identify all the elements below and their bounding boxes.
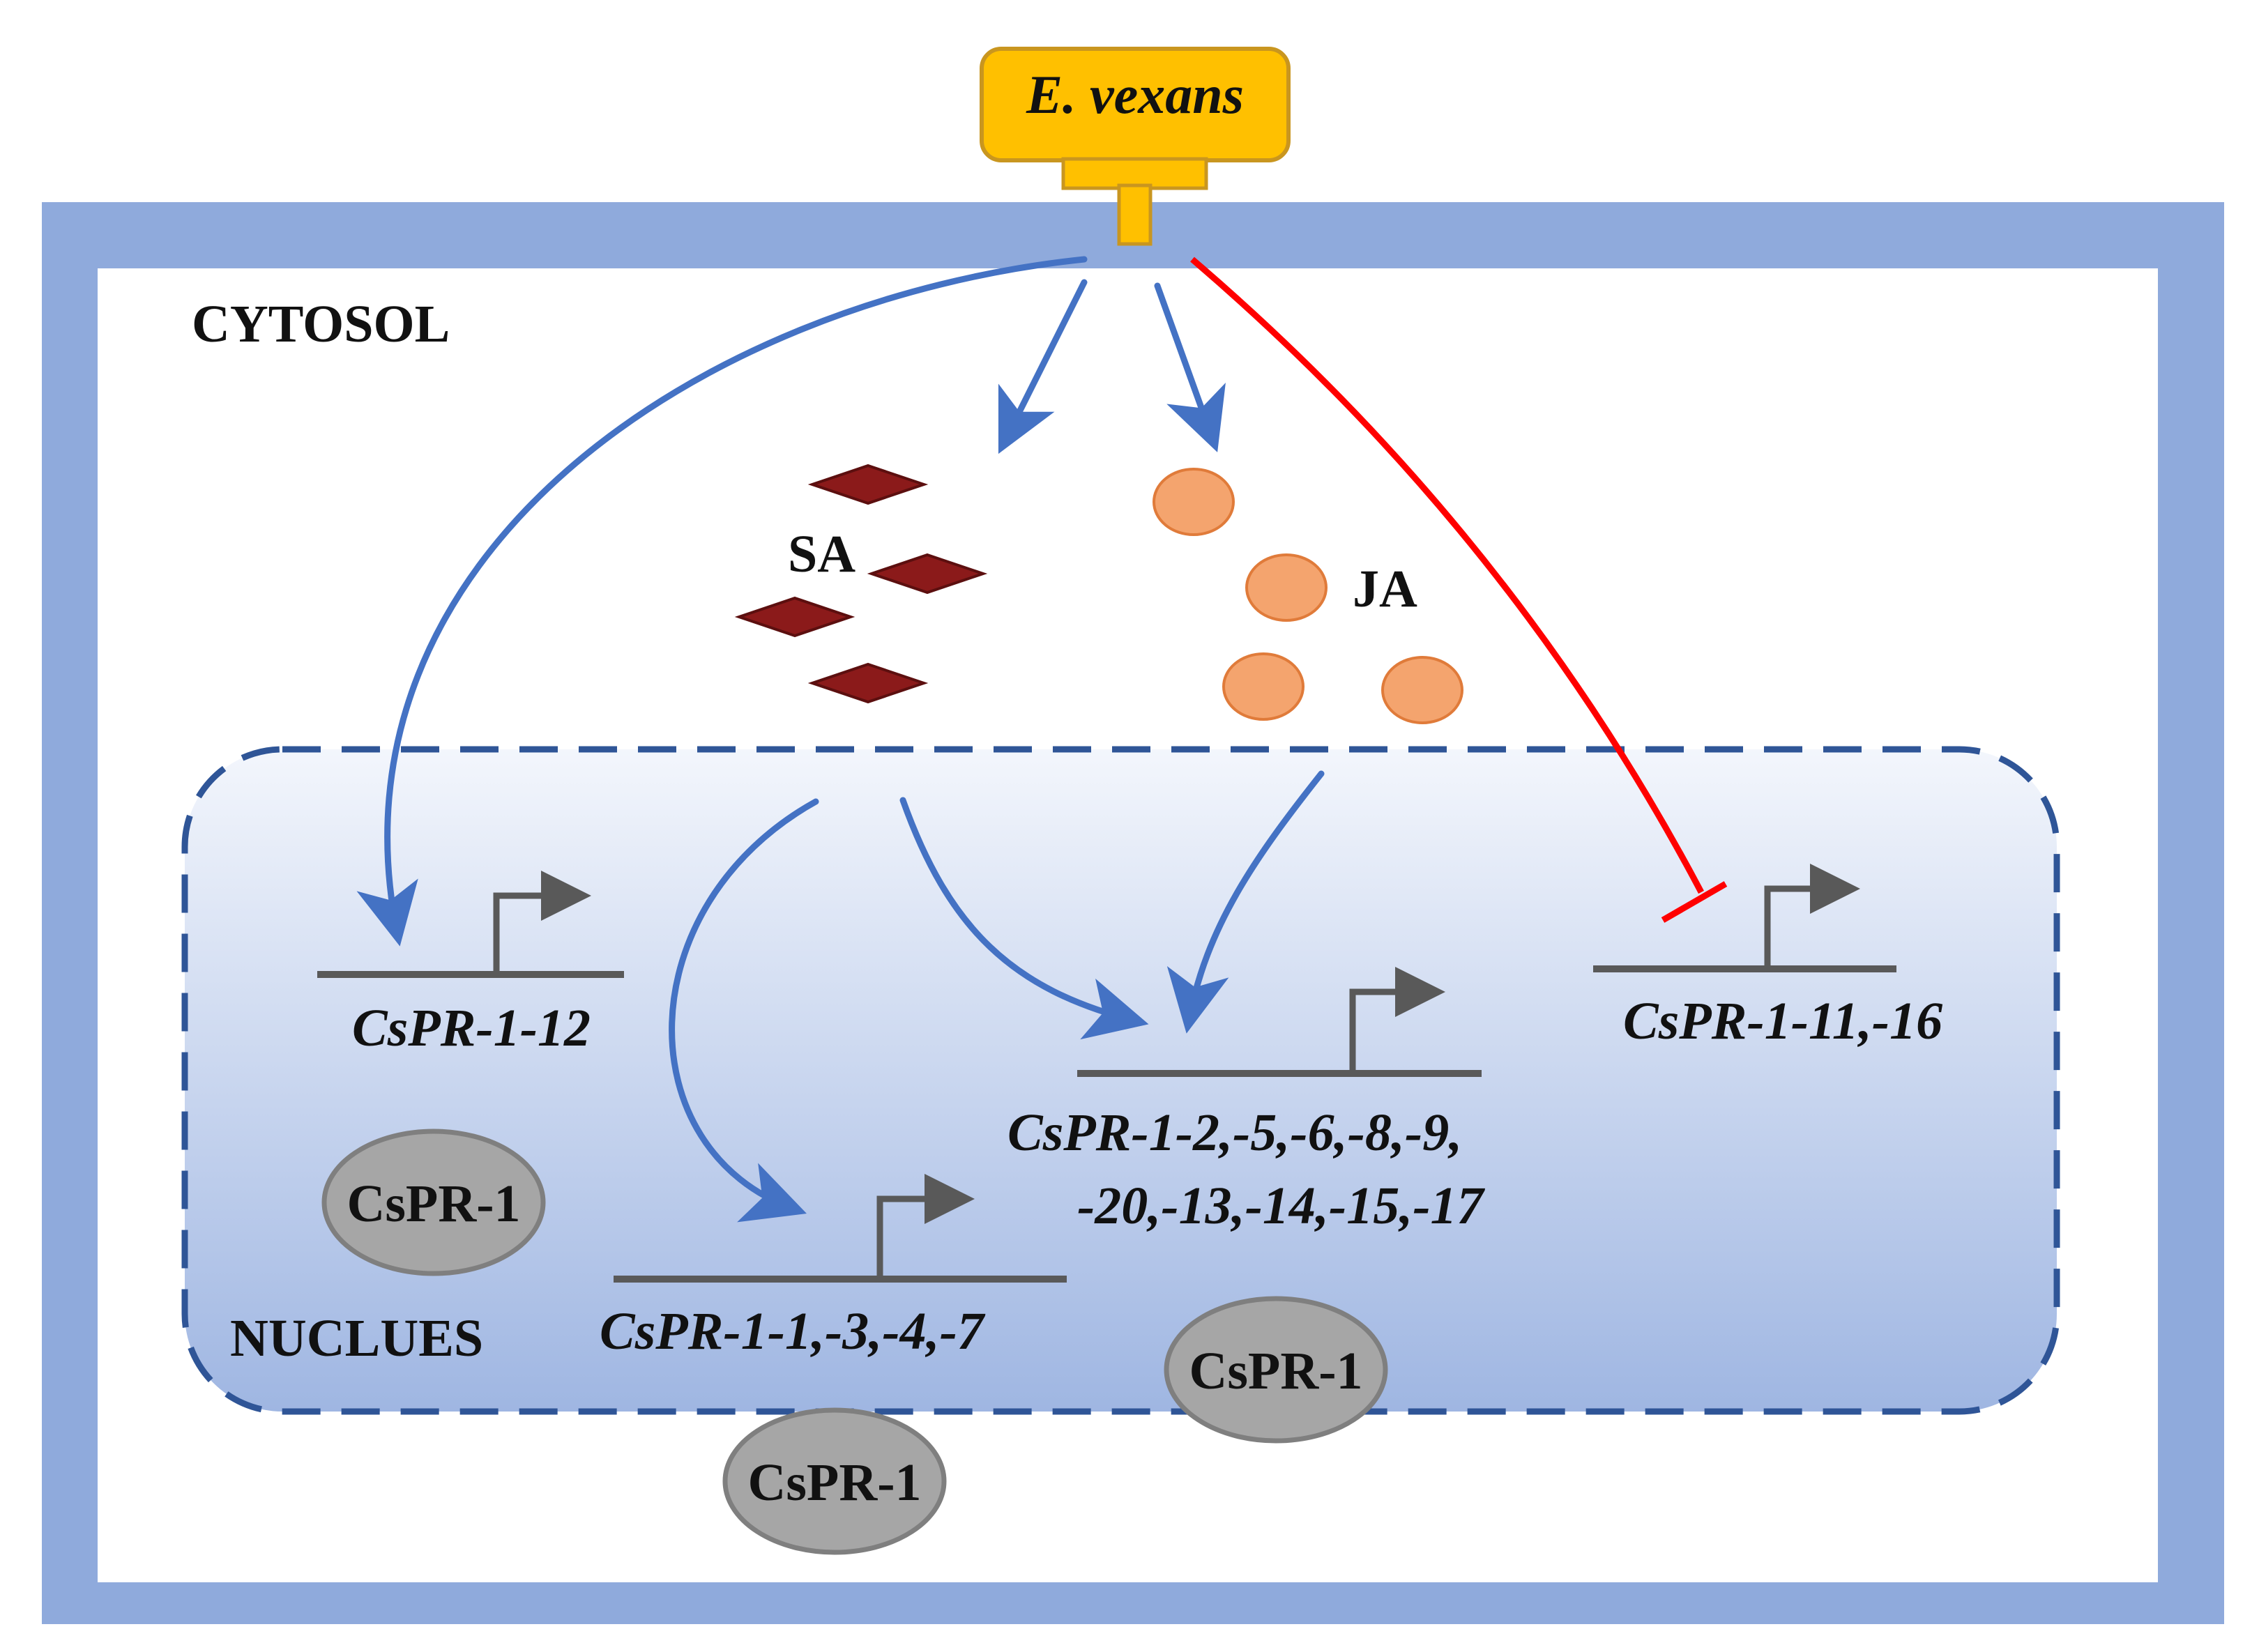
pathogen-stem — [1061, 157, 1208, 190]
gene-label: CsPR-1-1,-3,-4,-7 — [600, 1302, 986, 1361]
nucleus-label: NUCLUES — [230, 1309, 483, 1368]
promoter-arrow — [1349, 967, 1445, 1073]
pathogen: E. vexans — [980, 47, 1291, 246]
arrow-pathogen-to-ja — [1154, 282, 1226, 452]
sa-molecules: SA — [734, 464, 988, 704]
pathogen-haustorium — [1117, 183, 1153, 246]
gene-cspr1-group1: CsPR-1-1,-3,-4,-7 — [600, 1174, 1067, 1361]
protein-label: CsPR-1 — [1189, 1342, 1362, 1400]
cspr1-protein: CsPR-1 — [321, 1129, 546, 1276]
inhibition-arrow — [1190, 257, 1728, 923]
gene-cspr1-group2: CsPR-1-2,-5,-6,-8,-9, -20,-13,-14,-15,-1… — [1007, 967, 1486, 1235]
nucleus — [181, 746, 2060, 1415]
gene-label-line2: -20,-13,-14,-15,-17 — [1077, 1177, 1486, 1235]
gene-label-line1: CsPR-1-2,-5,-6,-8,-9, — [1007, 1103, 1462, 1162]
ja-label: JA — [1353, 560, 1417, 618]
arrow-pathogen-to-sa — [998, 279, 1088, 454]
protein-label: CsPR-1 — [347, 1175, 520, 1233]
protein-shape — [1164, 1296, 1388, 1444]
arrow-ja-to-cspr1-group2 — [1166, 770, 1325, 1034]
gene-label: CsPR-1-11,-16 — [1623, 992, 1942, 1050]
arrow-pathogen-to-cspr1-12 — [356, 256, 1088, 947]
promoter-arrow — [876, 1174, 975, 1279]
cytosol-label: CYTOSOL — [192, 295, 450, 353]
promoter-arrow — [1764, 864, 1860, 969]
ja-circle — [1245, 553, 1328, 622]
promoter-arrow — [493, 871, 591, 974]
cspr1-protein: CsPR-1 — [722, 1407, 947, 1555]
sa-diamond — [734, 596, 855, 638]
gene-cspr1-12: CsPR-1-12 — [317, 871, 624, 1057]
cspr1-protein: CsPR-1 — [1164, 1296, 1388, 1444]
sa-diamond — [867, 553, 988, 595]
gene-cspr1-11-16: CsPR-1-11,-16 — [1593, 864, 1942, 1050]
sa-diamond — [807, 464, 929, 505]
pathogen-label: E. vexans — [1026, 64, 1244, 125]
protein-label: CsPR-1 — [747, 1453, 921, 1512]
inhibition-line — [1190, 257, 1704, 894]
arrow-sa-to-cspr1-group2 — [899, 797, 1149, 1040]
sa-label: SA — [788, 525, 855, 583]
ja-circle — [1222, 652, 1305, 721]
arrow-sa-to-cspr1-group1 — [669, 798, 819, 1223]
protein-shape — [722, 1407, 947, 1555]
ja-circle — [1381, 656, 1463, 724]
inhibition-bar — [1661, 881, 1728, 923]
ja-circle — [1153, 468, 1235, 536]
activation-arrows — [356, 256, 1325, 1223]
gene-label: CsPR-1-12 — [352, 999, 591, 1057]
sa-diamond — [807, 662, 929, 704]
protein-shape — [321, 1129, 546, 1276]
ja-molecules: JA — [1153, 468, 1463, 724]
